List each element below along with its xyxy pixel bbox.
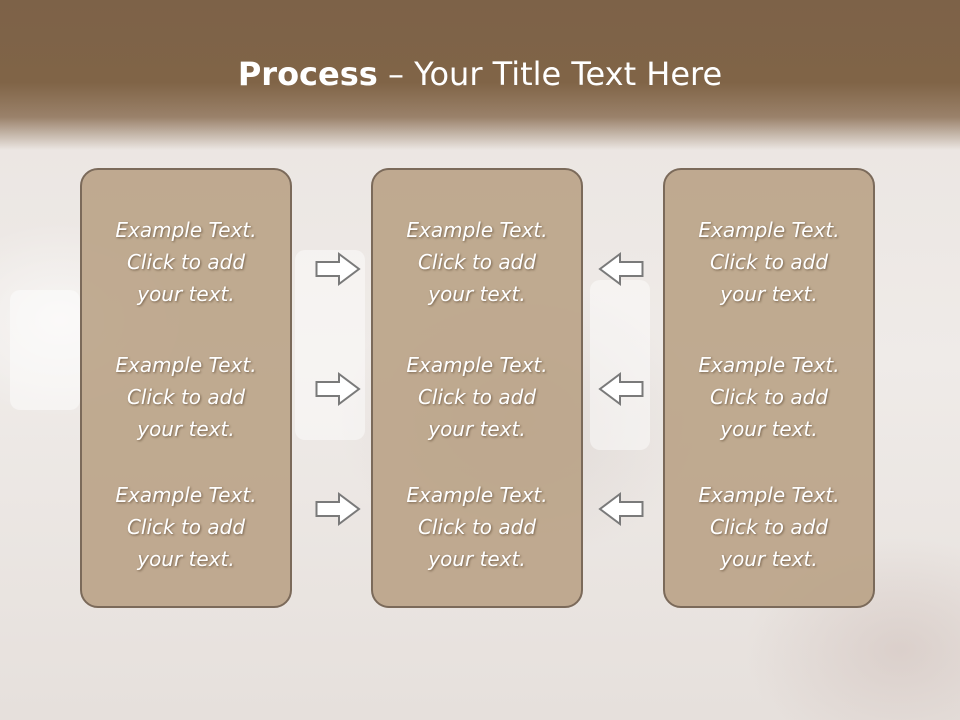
text-line: your text. — [428, 282, 526, 306]
text-block[interactable]: Example Text. Click to add your text. — [373, 349, 581, 445]
background-photo-element — [10, 290, 80, 410]
text-line: Click to add — [126, 515, 246, 539]
title-bold-text: Process — [237, 55, 378, 93]
text-block[interactable]: Example Text. Click to add your text. — [665, 479, 873, 575]
process-panel-3[interactable]: Example Text. Click to add your text. Ex… — [663, 168, 875, 608]
text-line: Example Text. — [115, 218, 257, 242]
text-line: Example Text. — [698, 353, 840, 377]
text-line: your text. — [720, 417, 818, 441]
text-line: Example Text. — [406, 353, 548, 377]
process-panel-2[interactable]: Example Text. Click to add your text. Ex… — [371, 168, 583, 608]
text-line: Click to add — [709, 250, 829, 274]
text-line: your text. — [137, 547, 235, 571]
text-line: Click to add — [709, 385, 829, 409]
text-block[interactable]: Example Text. Click to add your text. — [82, 349, 290, 445]
arrow-right-icon[interactable] — [315, 252, 361, 286]
background-photo-element — [590, 280, 650, 450]
text-line: Click to add — [709, 515, 829, 539]
text-line: Example Text. — [115, 353, 257, 377]
text-line: Click to add — [417, 250, 537, 274]
arrow-right-icon[interactable] — [315, 372, 361, 406]
text-line: your text. — [428, 417, 526, 441]
text-line: Example Text. — [406, 483, 548, 507]
background-photo-element — [295, 250, 365, 440]
text-line: Click to add — [417, 385, 537, 409]
text-block[interactable]: Example Text. Click to add your text. — [82, 214, 290, 310]
text-line: Example Text. — [406, 218, 548, 242]
text-line: your text. — [428, 547, 526, 571]
text-line: Example Text. — [698, 483, 840, 507]
text-line: your text. — [137, 417, 235, 441]
arrow-left-icon[interactable] — [598, 492, 644, 526]
text-block[interactable]: Example Text. Click to add your text. — [665, 349, 873, 445]
text-block[interactable]: Example Text. Click to add your text. — [82, 479, 290, 575]
text-line: your text. — [720, 282, 818, 306]
text-block[interactable]: Example Text. Click to add your text. — [373, 214, 581, 310]
text-line: Click to add — [417, 515, 537, 539]
text-line: your text. — [137, 282, 235, 306]
process-panel-1[interactable]: Example Text. Click to add your text. Ex… — [80, 168, 292, 608]
slide-title[interactable]: Process – Your Title Text Here — [0, 52, 960, 96]
text-line: your text. — [720, 547, 818, 571]
arrow-right-icon[interactable] — [315, 492, 361, 526]
title-rest-text: – Your Title Text Here — [377, 55, 723, 93]
text-block[interactable]: Example Text. Click to add your text. — [665, 214, 873, 310]
text-block[interactable]: Example Text. Click to add your text. — [373, 479, 581, 575]
arrow-left-icon[interactable] — [598, 252, 644, 286]
arrow-left-icon[interactable] — [598, 372, 644, 406]
slide-header — [0, 0, 960, 150]
text-line: Example Text. — [698, 218, 840, 242]
text-line: Click to add — [126, 385, 246, 409]
text-line: Click to add — [126, 250, 246, 274]
text-line: Example Text. — [115, 483, 257, 507]
